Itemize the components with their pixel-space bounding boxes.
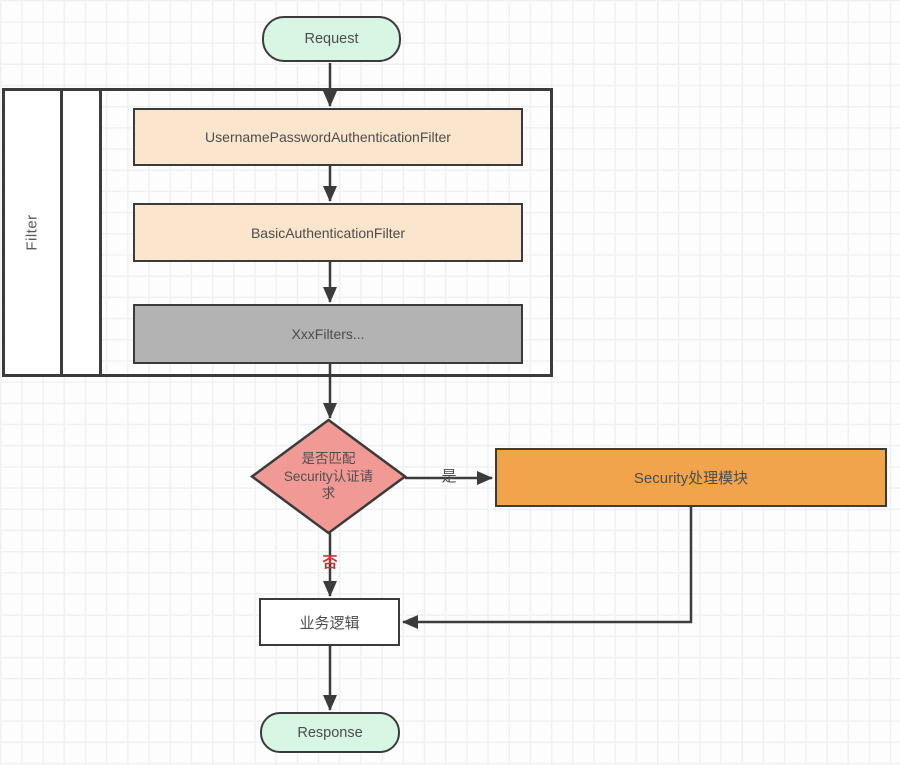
business-logic-node: 业务逻辑	[259, 598, 400, 646]
yes-edge-label: 是	[441, 467, 457, 485]
basic-auth-filter-node: BasicAuthenticationFilter	[133, 203, 523, 262]
decision-label: 是否匹配Security认证请求	[283, 451, 374, 502]
xxx-filters-node: XxxFilters...	[133, 304, 523, 364]
filter-lane-empty-column	[63, 91, 102, 374]
username-password-filter-node: UsernamePasswordAuthenticationFilter	[133, 108, 523, 166]
security-module-node: Security处理模块	[495, 448, 887, 507]
response-node: Response	[260, 712, 400, 753]
decision-diamond-shape	[250, 418, 407, 535]
filter-container: Filter	[2, 88, 553, 377]
request-node: Request	[262, 16, 401, 62]
decision-diamond	[250, 418, 407, 535]
filter-lane-title-column: Filter	[5, 91, 63, 374]
edge-security-to-business	[402, 507, 693, 629]
no-edge-label: 否	[322, 553, 338, 571]
filter-lane-label: Filter	[24, 214, 41, 251]
